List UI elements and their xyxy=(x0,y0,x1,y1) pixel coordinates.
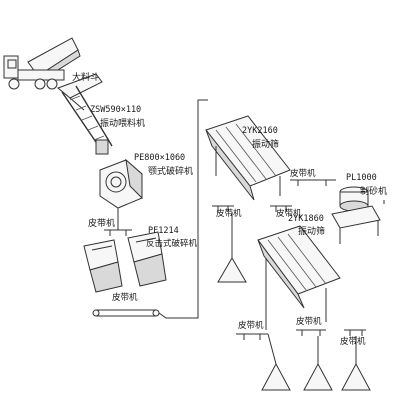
output-belt-3-label: 皮带机 xyxy=(340,336,366,347)
impact-model-label: PF1214 xyxy=(148,226,179,236)
impact-name-label: 反击式破碎机 xyxy=(146,238,198,249)
impact-crusher-right xyxy=(127,231,167,287)
hopper-label: 大料斗 xyxy=(72,71,99,83)
impact-crusher-left xyxy=(83,239,123,293)
sand-model-label: PL1000 xyxy=(346,173,377,183)
vibrating-feeder xyxy=(61,85,113,155)
output-belt-2 xyxy=(296,329,326,364)
screen2-name-label: 振动筛 xyxy=(298,225,325,237)
screen1-name-label: 振动筛 xyxy=(252,138,279,150)
dump-truck xyxy=(3,37,81,90)
screen1-model-label: 2YK2160 xyxy=(242,126,278,136)
feeder-name-label: 振动喂料机 xyxy=(100,117,145,129)
vibrating-screen-2 xyxy=(257,225,341,330)
vibrating-screen-1 xyxy=(205,115,291,201)
belt-screen1-left-label: 皮带机 xyxy=(216,208,242,219)
belt-under-impact-label: 皮带机 xyxy=(112,292,138,303)
sand-making-machine xyxy=(331,186,385,244)
jaw-name-label: 颚式破碎机 xyxy=(148,165,193,177)
belt-sand-label: 皮带机 xyxy=(290,168,316,179)
output-belt-3 xyxy=(344,329,366,364)
belt-conveyor-1 xyxy=(104,208,132,236)
sand-name-label: 制砂机 xyxy=(360,185,387,197)
stockpile-4 xyxy=(341,362,371,391)
stockpile-3 xyxy=(303,362,333,391)
return-belt-conveyor xyxy=(92,99,208,319)
belt-1-label: 皮带机 xyxy=(88,217,115,229)
jaw-model-label: PE800×1060 xyxy=(134,153,185,163)
belt-to-sand-maker xyxy=(290,179,336,186)
output-belt-1 xyxy=(236,333,277,365)
output-belt-1-label: 皮带机 xyxy=(238,320,264,331)
screen2-model-label: 2YK1860 xyxy=(288,214,324,224)
belt-screen1-right xyxy=(270,205,292,212)
jaw-crusher xyxy=(99,158,143,209)
output-belt-2-label: 皮带机 xyxy=(296,316,322,327)
feeder-model-label: ZSW590×110 xyxy=(90,105,141,115)
belt-screen1-right-label: 皮带机 xyxy=(276,208,302,219)
belt-screen1-left xyxy=(212,205,234,258)
stockpile-1 xyxy=(217,257,247,283)
stockpile-2 xyxy=(261,362,291,391)
